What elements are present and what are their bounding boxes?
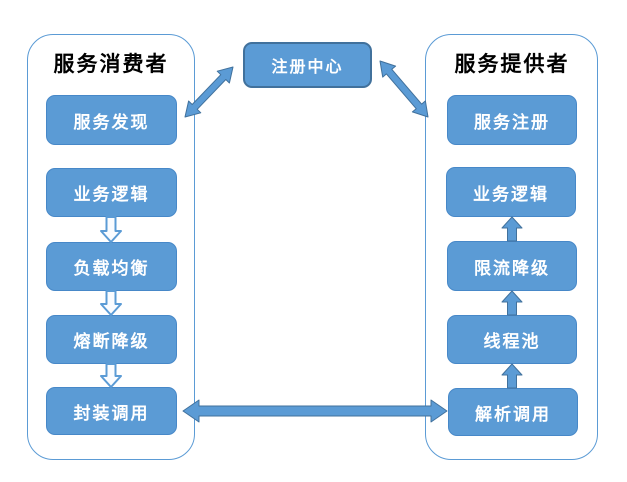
consumer-node-circuit-degrade: 熔断降级 [46, 315, 177, 364]
provider-node-business-logic: 业务逻辑 [446, 167, 576, 217]
provider-node-rate-limit-degrade: 限流降级 [447, 241, 577, 291]
provider-title: 服务提供者 [454, 53, 570, 76]
registry-center-node: 注册中心 [243, 42, 372, 88]
consumer-node-service-discovery: 服务发现 [46, 95, 177, 145]
consumer-node-load-balancing: 负载均衡 [46, 242, 177, 291]
provider-node-thread-pool: 线程池 [447, 315, 577, 364]
double-arrow-registry-provider-icon [379, 60, 429, 118]
consumer-node-encapsulated-call: 封装调用 [46, 387, 177, 435]
provider-node-service-register: 服务注册 [447, 95, 577, 145]
provider-node-parse-call: 解析调用 [448, 388, 578, 436]
double-arrow-call-icon [182, 399, 448, 423]
consumer-node-business-logic: 业务逻辑 [46, 168, 177, 217]
consumer-title: 服务消费者 [53, 53, 169, 76]
